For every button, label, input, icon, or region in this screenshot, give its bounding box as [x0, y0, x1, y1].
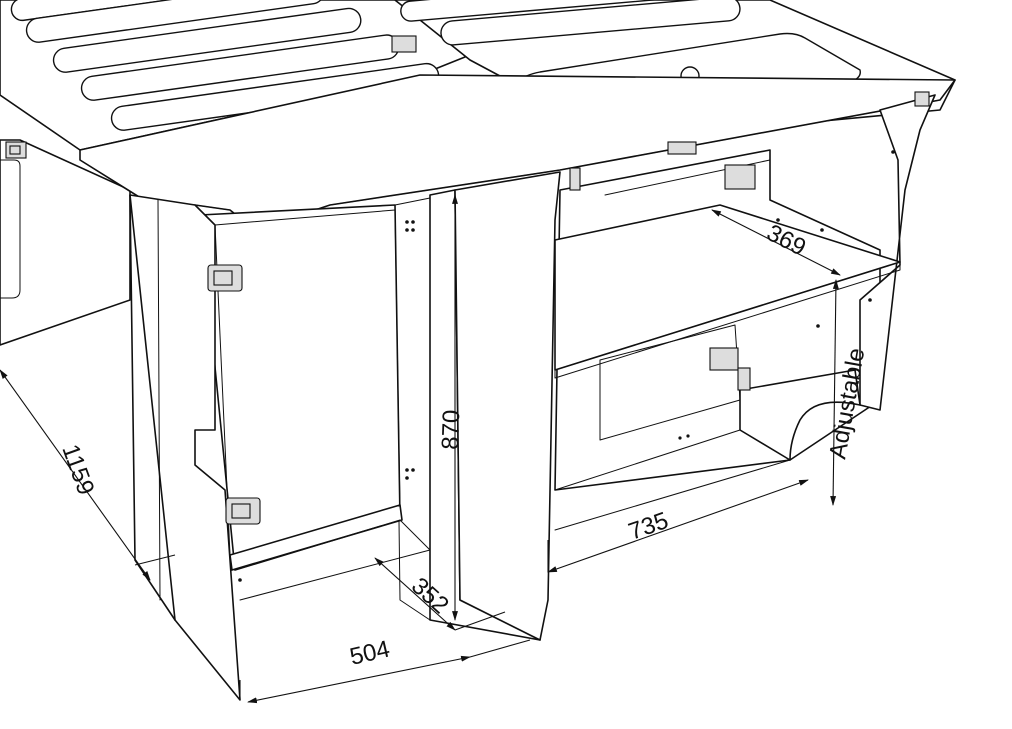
- dimension-label-504: 504: [347, 636, 392, 671]
- dimension-1159: 1159: [0, 369, 176, 581]
- center-divider: [394, 171, 561, 641]
- dimension-label-870: 870: [437, 409, 465, 450]
- dimension-504: 504: [239, 636, 531, 704]
- dimension-label-1159: 1159: [56, 441, 99, 499]
- left-cabinet: [129, 194, 431, 701]
- dimension-label-735: 735: [625, 507, 672, 546]
- top-panel-left: [0, 0, 471, 151]
- dimension-870: 870: [437, 194, 465, 621]
